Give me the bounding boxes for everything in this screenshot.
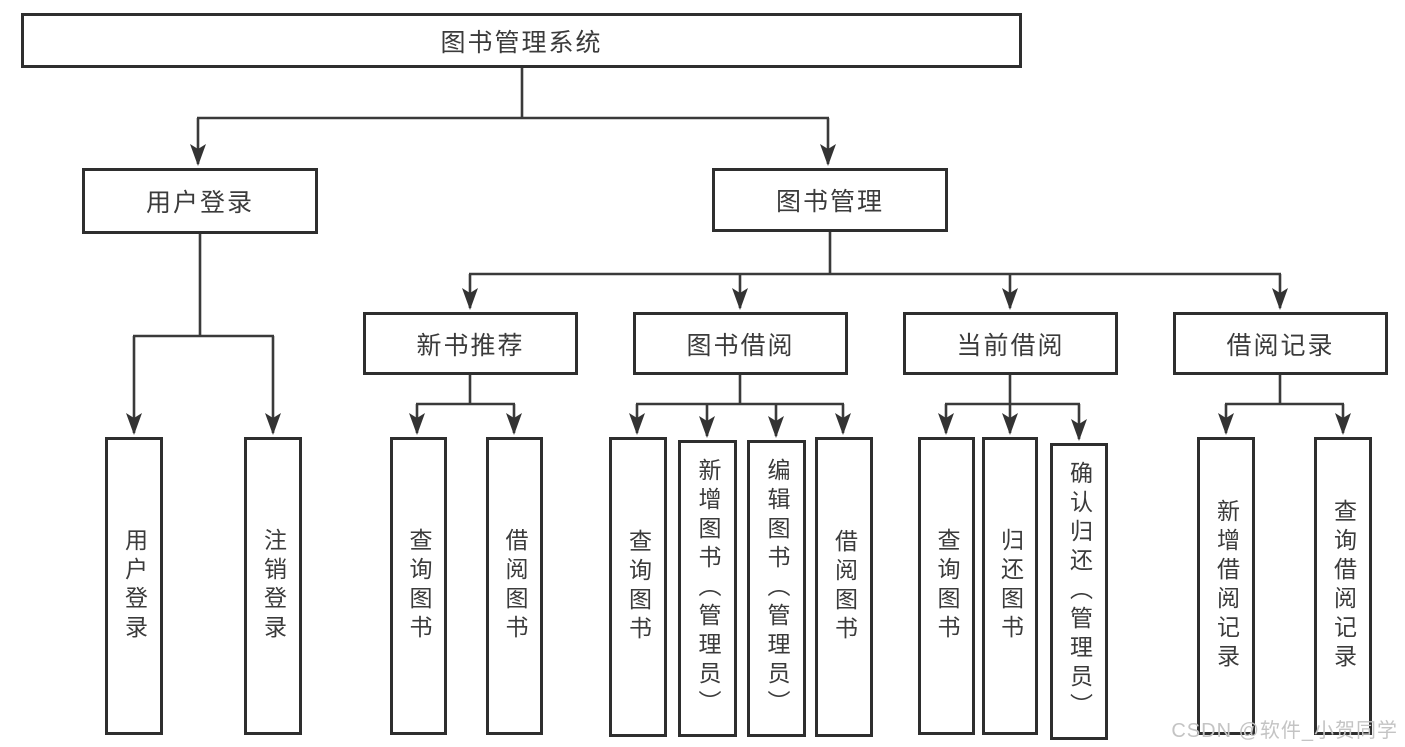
- leaf-return-books: 归还图书: [982, 437, 1038, 735]
- node-borrowing-records: 借阅记录: [1173, 312, 1388, 375]
- node-label: 注销登录: [260, 528, 287, 644]
- csdn-watermark: CSDN @软件_小贺同学: [1171, 720, 1398, 742]
- node-label: 图书管理系统: [440, 28, 603, 57]
- node-label: 查询图书: [406, 528, 432, 644]
- node-label: 编辑图书（管理员）: [764, 458, 790, 719]
- node-user-login: 用户登录: [82, 168, 318, 234]
- node-label: 新增图书（管理员）: [695, 458, 721, 719]
- node-label: 查询借阅记录: [1330, 499, 1357, 673]
- leaf-add-books-admin: 新增图书（管理员）: [678, 440, 737, 737]
- leaf-query-books-recommend: 查询图书: [390, 437, 447, 735]
- node-label: 用户登录: [145, 189, 254, 217]
- leaf-add-borrow-record: 新增借阅记录: [1197, 437, 1255, 735]
- node-root-library-management-system: 图书管理系统: [21, 13, 1022, 68]
- node-label: 查询图书: [625, 529, 652, 645]
- node-label: 新增借阅记录: [1213, 499, 1240, 673]
- leaf-query-books-borrow: 查询图书: [609, 437, 667, 737]
- node-label: 归还图书: [997, 528, 1024, 644]
- leaf-confirm-return-admin: 确认归还（管理员）: [1050, 443, 1108, 740]
- leaf-edit-books-admin: 编辑图书（管理员）: [747, 440, 806, 737]
- node-label: 新书推荐: [416, 331, 525, 360]
- node-label: 查询图书: [934, 528, 960, 644]
- node-label: 借阅记录: [1226, 331, 1335, 360]
- node-current-borrowing: 当前借阅: [903, 312, 1118, 375]
- node-label: 图书借阅: [686, 331, 795, 360]
- node-book-borrowing: 图书借阅: [633, 312, 848, 375]
- leaf-logout: 注销登录: [244, 437, 302, 735]
- node-label: 确认归还（管理员）: [1066, 461, 1093, 722]
- leaf-borrow-books: 借阅图书: [815, 437, 873, 737]
- node-new-book-recommend: 新书推荐: [363, 312, 578, 375]
- node-label: 借阅图书: [831, 529, 858, 645]
- leaf-query-books-current: 查询图书: [918, 437, 975, 735]
- leaf-query-borrow-record: 查询借阅记录: [1314, 437, 1372, 735]
- node-book-management: 图书管理: [712, 168, 948, 232]
- leaf-user-login: 用户登录: [105, 437, 163, 735]
- node-label: 用户登录: [121, 528, 148, 644]
- node-label: 借阅图书: [502, 528, 528, 644]
- leaf-borrow-books-recommend: 借阅图书: [486, 437, 543, 735]
- node-label: 图书管理: [775, 188, 884, 216]
- node-label: 当前借阅: [956, 331, 1065, 360]
